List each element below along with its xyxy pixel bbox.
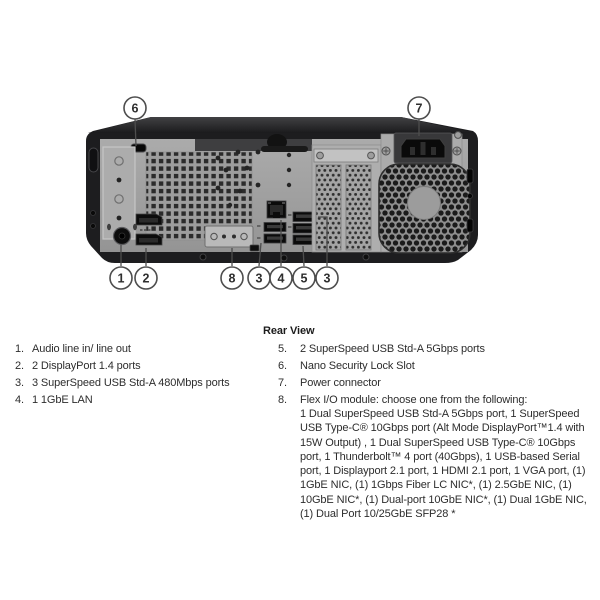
callout-1-label: 1 <box>118 271 125 285</box>
legend-item-6: 6. Nano Security Lock Slot <box>278 359 593 373</box>
legend-item-number: 8. <box>278 393 287 406</box>
lan-port <box>266 200 287 219</box>
callout-5: 5 <box>292 266 316 290</box>
right-edge-slots <box>466 168 474 233</box>
legend-item-number: 6. <box>278 359 287 372</box>
callout-6-label: 6 <box>132 101 139 115</box>
psu-screws <box>381 131 462 156</box>
callout-7-label: 7 <box>416 101 423 115</box>
callout-7: 7 <box>407 96 431 120</box>
left-handle-cutout <box>88 147 99 173</box>
rear-view-diagram: 6 7 1 2 8 3 4 <box>86 96 478 290</box>
legend-item-number: 5. <box>278 343 287 355</box>
callout-4: 4 <box>269 266 293 290</box>
callout-2-label: 2 <box>143 271 150 285</box>
power-supply <box>378 131 471 254</box>
legend-item-8: 8. Flex I/O module: choose one from the … <box>278 393 593 522</box>
legend-item-text: Flex I/O module: choose one from the fol… <box>300 393 587 521</box>
legend-item-5: 5. 2 SuperSpeed USB Std-A 5Gbps ports <box>278 342 593 356</box>
legend-item-7: 7. Power connector <box>278 376 593 390</box>
legend-item-3: 3. 3 SuperSpeed USB Std-A 480Mbps ports <box>15 376 271 390</box>
callout-8: 8 <box>220 266 244 290</box>
power-connector <box>393 132 453 164</box>
callout-3b-label: 3 <box>324 271 331 285</box>
expansion-slots <box>311 144 382 253</box>
left-hole <box>90 210 96 216</box>
audio-jack <box>107 223 137 246</box>
callout-1: 1 <box>109 266 133 290</box>
callout-6: 6 <box>123 96 147 120</box>
legend-item-number: 3. <box>15 376 24 389</box>
legend-heading: Rear View <box>263 325 315 337</box>
legend-item-number: 2. <box>15 359 24 372</box>
legend-item-1: 1. Audio line in/ line out <box>15 342 271 356</box>
callout-3a-label: 3 <box>256 271 263 285</box>
latch-bar <box>261 146 308 152</box>
displayport-ports <box>135 213 163 246</box>
leader-lines <box>120 118 420 267</box>
callout-3b: 3 <box>315 266 339 290</box>
left-hole <box>90 223 96 229</box>
legend-item-text: 2 SuperSpeed USB Std-A 5Gbps ports <box>300 343 485 355</box>
callout-2: 2 <box>134 266 158 290</box>
callouts: 6 7 1 2 8 3 4 <box>109 96 431 290</box>
legend-item-text: 2 DisplayPort 1.4 ports <box>32 359 141 372</box>
legend-left-column: 1. Audio line in/ line out 2. 2 DisplayP… <box>15 342 271 410</box>
legend-item-2: 2. 2 DisplayPort 1.4 ports <box>15 359 271 373</box>
flex-io-module <box>204 225 254 248</box>
legend-right-column: 5. 2 SuperSpeed USB Std-A 5Gbps ports 6.… <box>278 342 593 524</box>
legend-item-text: Power connector <box>300 376 381 389</box>
legend-item-number: 7. <box>278 376 287 389</box>
vent-grille <box>145 151 253 241</box>
bottom-screws <box>199 253 370 262</box>
padlock-slot <box>249 244 260 252</box>
callout-5-label: 5 <box>301 271 308 285</box>
fan-grille <box>378 163 471 254</box>
callout-3a: 3 <box>247 266 271 290</box>
legend-item-number: 1. <box>15 343 24 355</box>
legend-item-4: 4. 1 1GbE LAN <box>15 393 271 407</box>
callout-4-label: 4 <box>278 271 285 285</box>
usb-ports-left <box>257 222 287 244</box>
legend-item-text: 1 1GbE LAN <box>32 393 93 406</box>
callout-8-label: 8 <box>229 271 236 285</box>
antenna-plate <box>102 146 136 240</box>
legend-item-text: 3 SuperSpeed USB Std-A 480Mbps ports <box>32 376 230 389</box>
legend-item-number: 4. <box>15 393 24 406</box>
chassis <box>86 117 478 263</box>
panel-holes <box>215 149 292 208</box>
legend-item-text: Nano Security Lock Slot <box>300 359 415 372</box>
chassis-top-face <box>88 117 474 133</box>
legend-item-text: Audio line in/ line out <box>32 343 131 355</box>
